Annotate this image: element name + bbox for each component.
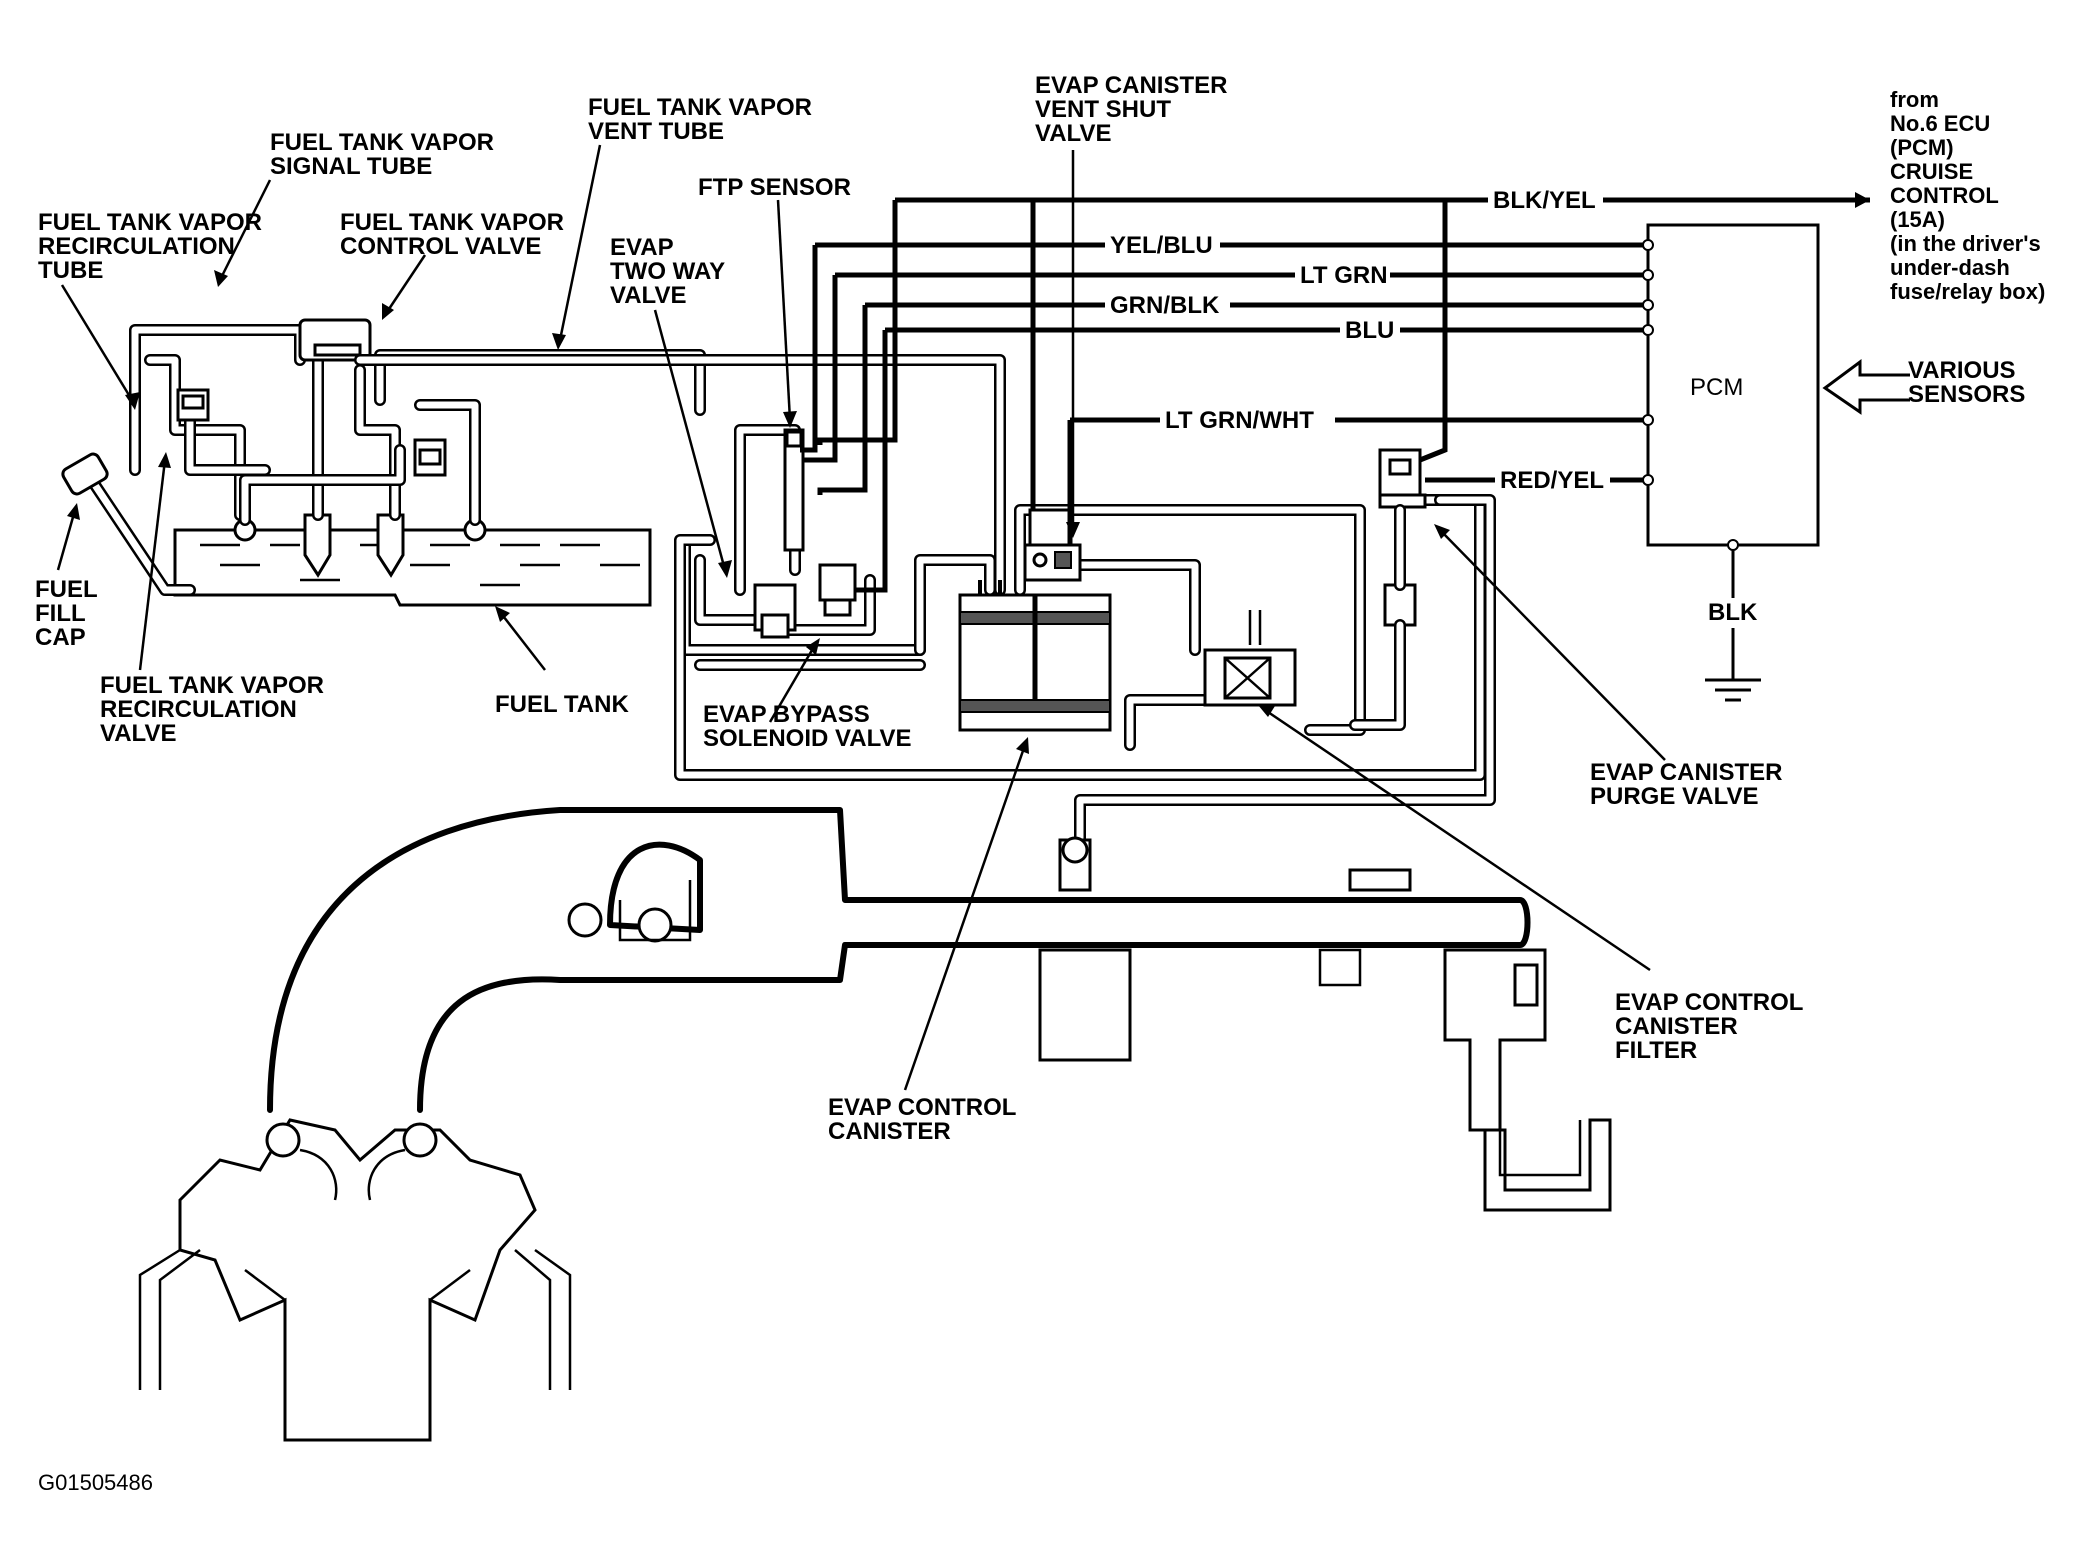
wiring [800, 192, 1870, 593]
svg-text:FUEL TANK: FUEL TANK [495, 691, 629, 718]
svg-text:VALVE: VALVE [610, 282, 686, 309]
wire-label-blu: BLU [1340, 315, 1400, 345]
wire-label-lt-grn-wht: LT GRN/WHT [1160, 405, 1335, 435]
label-evap-canister-vent-shut-valve: EVAP CANISTER VENT SHUT VALVE [1035, 72, 1227, 147]
svg-text:SOLENOID VALVE: SOLENOID VALVE [703, 725, 911, 752]
label-various-sensors: VARIOUS SENSORS [1908, 357, 2025, 408]
figure-id: G01505486 [38, 1470, 153, 1495]
svg-text:from: from [1890, 87, 1939, 112]
svg-text:PURGE VALVE: PURGE VALVE [1590, 783, 1758, 810]
svg-text:EVAP CANISTER: EVAP CANISTER [1590, 759, 1782, 786]
fuel-tank-vapor-vent-tube [354, 354, 1006, 596]
label-fuel-tank-vapor-control-valve: FUEL TANK VAPOR CONTROL VALVE [340, 209, 564, 260]
svg-text:No.6 ECU: No.6 ECU [1890, 111, 1990, 136]
svg-text:BLU: BLU [1345, 317, 1394, 344]
svg-text:EVAP CONTROL: EVAP CONTROL [828, 1094, 1016, 1121]
svg-text:VARIOUS: VARIOUS [1908, 357, 2016, 384]
svg-text:(PCM): (PCM) [1890, 135, 1954, 160]
svg-text:RECIRCULATION: RECIRCULATION [100, 696, 297, 723]
svg-text:EVAP CANISTER: EVAP CANISTER [1035, 72, 1227, 99]
svg-text:(15A): (15A) [1890, 207, 1945, 232]
svg-text:TWO WAY: TWO WAY [610, 258, 725, 285]
wire-label-red-yel: RED/YEL [1495, 465, 1610, 495]
fuel-tank-vapor-recirculation-valve [176, 388, 210, 422]
label-evap-control-canister: EVAP CONTROL CANISTER [828, 1094, 1016, 1145]
svg-text:FUEL TANK VAPOR: FUEL TANK VAPOR [100, 672, 324, 699]
svg-text:TUBE: TUBE [38, 257, 103, 284]
svg-text:VENT SHUT: VENT SHUT [1035, 96, 1171, 123]
svg-text:YEL/BLU: YEL/BLU [1110, 232, 1213, 259]
svg-text:LT GRN/WHT: LT GRN/WHT [1165, 407, 1314, 434]
various-sensors-arrow [1822, 359, 1910, 415]
svg-text:CONTROL: CONTROL [1890, 183, 1999, 208]
svg-text:FUEL: FUEL [35, 576, 98, 603]
svg-text:CAP: CAP [35, 624, 86, 651]
svg-text:FUEL TANK VAPOR: FUEL TANK VAPOR [270, 129, 494, 156]
svg-text:FILL: FILL [35, 600, 86, 627]
ground-symbol [1705, 678, 1761, 702]
svg-text:GRN/BLK: GRN/BLK [1110, 292, 1220, 319]
svg-text:BLK/YEL: BLK/YEL [1493, 187, 1596, 214]
svg-text:FUEL TANK VAPOR: FUEL TANK VAPOR [38, 209, 262, 236]
label-pcm: PCM [1690, 374, 1743, 401]
svg-text:VENT TUBE: VENT TUBE [588, 118, 724, 145]
intake-manifold [267, 807, 1612, 1212]
svg-text:FUEL TANK VAPOR: FUEL TANK VAPOR [588, 94, 812, 121]
label-ftp-sensor: FTP SENSOR [698, 174, 851, 201]
svg-text:PCM: PCM [1690, 374, 1743, 401]
leader-lines [56, 144, 1666, 1091]
label-fuel-tank-vapor-recirculation-tube: FUEL TANK VAPOR RECIRCULATION TUBE [38, 209, 262, 284]
svg-text:CRUISE: CRUISE [1890, 159, 1973, 184]
svg-text:RECIRCULATION: RECIRCULATION [38, 233, 235, 260]
fuel-filler-neck [61, 452, 196, 596]
svg-text:SIGNAL TUBE: SIGNAL TUBE [270, 153, 432, 180]
svg-text:SENSORS: SENSORS [1908, 381, 2025, 408]
pcm-module [1642, 223, 1910, 702]
fuel-tank-vapor-control-valve [298, 318, 372, 362]
wire-label-yel-blu: YEL/BLU [1105, 230, 1220, 260]
svg-text:FUEL TANK VAPOR: FUEL TANK VAPOR [340, 209, 564, 236]
label-fuel-tank: FUEL TANK [495, 691, 629, 718]
label-evap-bypass-solenoid-valve: EVAP BYPASS SOLENOID VALVE [703, 701, 911, 752]
svg-text:EVAP BYPASS: EVAP BYPASS [703, 701, 870, 728]
svg-text:EVAP CONTROL: EVAP CONTROL [1615, 989, 1803, 1016]
engine-block [138, 1118, 572, 1442]
label-evap-canister-purge-valve: EVAP CANISTER PURGE VALVE [1590, 759, 1782, 810]
svg-text:fuse/relay box): fuse/relay box) [1890, 279, 2045, 304]
evap-control-canister-filter [1203, 610, 1297, 707]
label-evap-control-canister-filter: EVAP CONTROL CANISTER FILTER [1615, 989, 1803, 1064]
label-fuel-tank-vapor-signal-tube: FUEL TANK VAPOR SIGNAL TUBE [270, 129, 494, 180]
svg-text:CANISTER: CANISTER [828, 1118, 951, 1145]
svg-text:(in the driver's: (in the driver's [1890, 231, 2041, 256]
label-evap-two-way-valve: EVAP TWO WAY VALVE [610, 234, 725, 309]
wire-label-lt-grn: LT GRN [1295, 260, 1390, 290]
svg-text:EVAP: EVAP [610, 234, 674, 261]
svg-text:BLK: BLK [1708, 599, 1758, 626]
svg-text:FILTER: FILTER [1615, 1037, 1697, 1064]
wire-label-blk-yel: BLK/YEL [1488, 185, 1603, 215]
evap-canister-purge-valve [1074, 448, 1496, 876]
svg-text:VALVE: VALVE [1035, 120, 1111, 147]
svg-text:LT GRN: LT GRN [1300, 262, 1388, 289]
svg-text:VALVE: VALVE [100, 720, 176, 747]
label-fuel-tank-vapor-recirculation-valve: FUEL TANK VAPOR RECIRCULATION VALVE [100, 672, 324, 747]
svg-text:FTP SENSOR: FTP SENSOR [698, 174, 851, 201]
tank-small-valve [413, 438, 447, 477]
svg-text:CONTROL VALVE: CONTROL VALVE [340, 233, 541, 260]
svg-text:CANISTER: CANISTER [1615, 1013, 1738, 1040]
evap-canister-vent-shut-valve [1023, 508, 1082, 582]
wire-label-grn-blk: GRN/BLK [1105, 290, 1230, 320]
svg-text:under-dash: under-dash [1890, 255, 2010, 280]
label-fuel-tank-vapor-vent-tube: FUEL TANK VAPOR VENT TUBE [588, 94, 812, 145]
label-fuel-fill-cap: FUEL FILL CAP [35, 576, 98, 651]
wire-label-blk: BLK [1705, 598, 1760, 628]
fuel-tank [173, 513, 652, 607]
svg-text:RED/YEL: RED/YEL [1500, 467, 1604, 494]
evap-control-canister [914, 504, 1366, 751]
label-power-source: from No.6 ECU (PCM) CRUISE CONTROL (15A)… [1890, 87, 2045, 304]
